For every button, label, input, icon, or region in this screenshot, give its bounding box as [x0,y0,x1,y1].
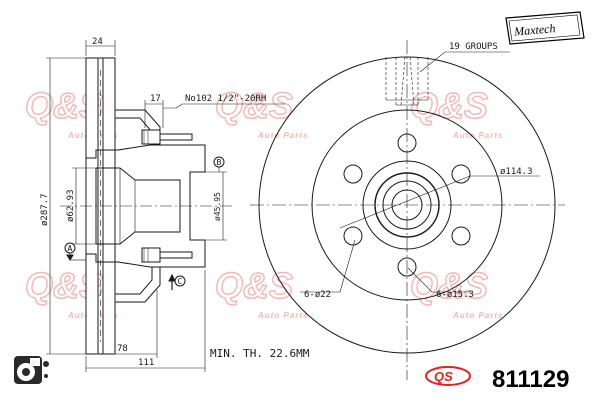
dim-center-bore: ø62.93 [66,189,76,222]
datum-b: B [217,158,222,167]
dim-111: 111 [138,358,154,368]
dim-78: 78 [117,344,128,354]
vent-groups-label: 19 GROUPS [449,42,498,52]
qs-logo: QS [425,366,471,386]
dim-outer-diameter: ø287.7 [40,193,50,226]
watermark-text: Q&S [215,265,293,306]
watermark-sub: Auto Parts [257,311,308,320]
front-view [250,40,565,380]
watermark-sub: Auto Parts [257,131,308,140]
side-section-view [46,40,285,372]
datum-c: C [178,277,183,286]
min-thickness-note: MIN. TH. 22.6MM [210,347,310,360]
bolt-spec-label: No102 1/2"-20RH [185,94,266,104]
datum-a: A [68,244,73,253]
holes-small-label: 6-ø15.3 [436,290,474,300]
watermark-text: Q&S [215,85,293,126]
watermark-sub: Auto Parts [452,131,503,140]
holes-large-label: 6-ø22 [304,290,331,300]
logo-text: QS [434,369,453,384]
pcd-label: ø114.3 [500,167,533,177]
part-number: 811129 [492,366,569,393]
dim-offset-17: 17 [150,94,161,104]
watermark-sub: Auto Parts [452,311,503,320]
brand-name: Maxtech [513,21,556,39]
dim-width-24: 24 [92,37,103,47]
maxtech-logo: Maxtech [505,11,585,45]
brake-disc-icon [14,356,49,384]
dim-hub-diameter: ø45.95 [213,192,222,221]
